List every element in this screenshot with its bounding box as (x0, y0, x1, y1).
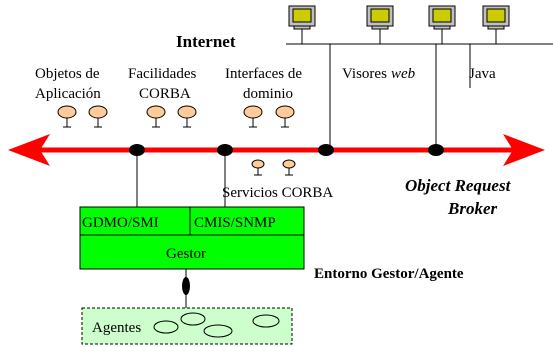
visores-label-web: web (391, 66, 416, 82)
corba-object-icon (177, 105, 197, 128)
corba-object-icon (146, 105, 166, 128)
orb-bus-arrow (8, 134, 545, 166)
component-group-3-label-line2: dominio (243, 86, 293, 102)
agent-ellipse-icon (153, 320, 179, 334)
orb-label-line2: Broker (447, 199, 498, 218)
monitor-icon (482, 5, 510, 30)
visores-label-text: Visores (342, 66, 387, 82)
component-group-1-label-line1: Objetos de (35, 66, 100, 82)
orb-node-icon (318, 144, 334, 156)
orb-label-line1: Object Request (405, 176, 512, 195)
gestor-agent-link-node (182, 277, 190, 295)
monitor-icon (366, 5, 394, 30)
orb-node-icon (217, 144, 233, 156)
gestor-box: GDMO/SMI CMIS/SNMP Gestor (79, 206, 305, 270)
component-group-2-label-line1: Facilidades (128, 66, 196, 82)
corba-object-icon (282, 159, 296, 176)
agent-ellipse-icon (252, 314, 280, 328)
entorno-gestor-agente-label: Entorno Gestor/Agente (314, 266, 464, 282)
corba-object-icon (88, 105, 108, 128)
monitor-icon (428, 5, 456, 30)
agent-ellipse-icon (203, 324, 233, 338)
cmis-snmp-label: CMIS/SNMP (194, 215, 276, 231)
agentes-label: Agentes (92, 320, 141, 336)
agent-ellipse-icon (180, 312, 206, 326)
corba-object-icon (251, 159, 265, 176)
gestor-label: Gestor (166, 246, 206, 262)
component-group-3-label-line1: Interfaces de (225, 66, 302, 82)
orb-node-icon (129, 144, 145, 156)
monitor-icon (288, 5, 316, 30)
internet-network (286, 28, 553, 150)
corba-object-icon (243, 105, 263, 128)
component-group-1-label-line2: Aplicación (35, 86, 101, 102)
java-label: Java (469, 66, 496, 82)
corba-object-icon (57, 105, 77, 128)
servicios-corba-label: Servicios CORBA (222, 185, 333, 201)
component-group-2-label-line2: CORBA (139, 86, 191, 102)
gdmo-smi-label: GDMO/SMI (82, 215, 159, 231)
internet-label: Internet (176, 32, 236, 51)
orb-node-icon (428, 144, 444, 156)
corba-object-icon (275, 105, 295, 128)
